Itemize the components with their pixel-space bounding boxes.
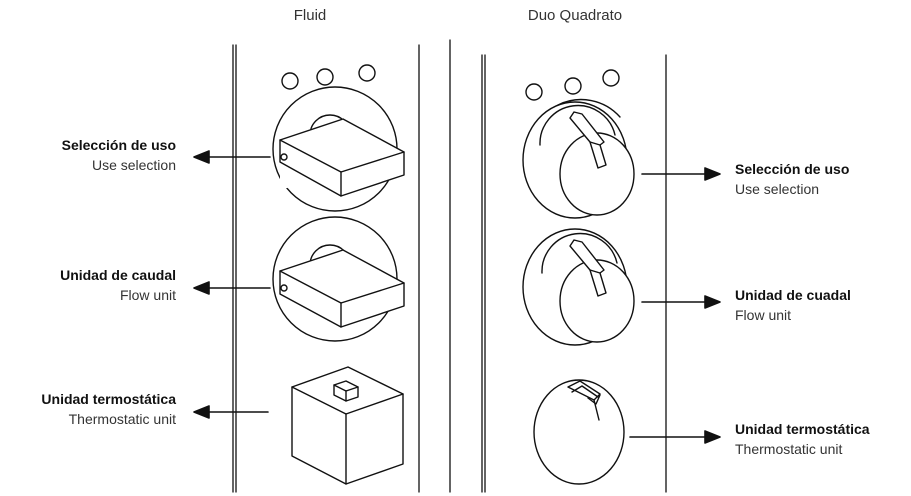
arrow-duo-thermostatic-unit	[629, 430, 721, 444]
label-en: Use selection	[735, 181, 820, 197]
label-en: Thermostatic unit	[68, 411, 176, 427]
fluid-thermostatic-cube	[291, 366, 404, 485]
label-es: Unidad de cuadal	[735, 287, 851, 303]
duo-indicator-dots	[525, 69, 620, 101]
arrow-duo-flow-unit	[641, 295, 721, 309]
arrow-fluid-thermostatic-unit	[193, 405, 269, 419]
label-fluid-use-selection: Selección de uso Use selection	[0, 135, 176, 175]
callout-arrows	[193, 150, 721, 444]
arrow-fluid-flow-unit	[193, 281, 271, 295]
label-en: Use selection	[91, 157, 176, 173]
fluid-flow-unit-handle	[272, 216, 405, 342]
label-fluid-thermostatic-unit: Unidad termostática Thermostatic unit	[0, 389, 176, 429]
fluid-use-selection-handle	[272, 86, 405, 212]
label-en: Thermostatic unit	[735, 441, 843, 457]
label-es: Unidad de caudal	[60, 267, 176, 283]
label-en: Flow unit	[119, 287, 176, 303]
label-duo-flow-unit: Unidad de cuadal Flow unit	[735, 285, 905, 325]
label-es: Unidad termostática	[735, 421, 870, 437]
fluid-indicator-dots	[281, 64, 376, 90]
label-en: Flow unit	[735, 307, 792, 323]
arrow-fluid-use-selection	[193, 150, 271, 164]
duo-flow-unit-knob	[522, 228, 635, 346]
label-es: Selección de uso	[735, 161, 850, 177]
wall-lines	[232, 39, 667, 493]
duo-thermostatic-knob	[533, 379, 625, 485]
label-fluid-flow-unit: Unidad de caudal Flow unit	[0, 265, 176, 305]
arrow-duo-use-selection	[641, 167, 721, 181]
label-es: Selección de uso	[61, 137, 176, 153]
label-es: Unidad termostática	[41, 391, 176, 407]
label-duo-use-selection: Selección de uso Use selection	[735, 159, 905, 199]
duo-use-selection-knob	[522, 98, 635, 219]
title-fluid: Fluid	[293, 7, 327, 24]
title-duo-quadrato: Duo Quadrato	[527, 7, 623, 24]
label-duo-thermostatic-unit: Unidad termostática Thermostatic unit	[735, 419, 905, 459]
